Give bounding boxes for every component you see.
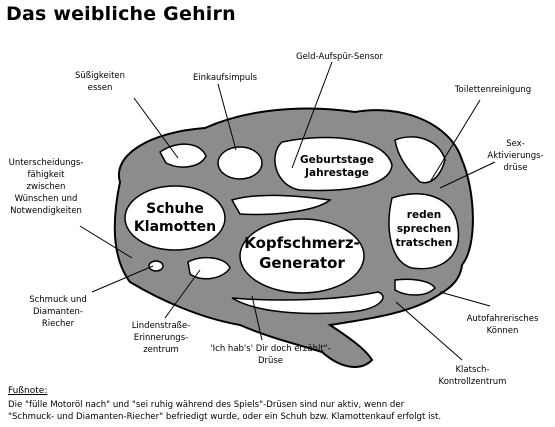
kopfschmerz-region [239, 218, 365, 294]
footnote-text: Die "fülle Motoröl nach" und "sei ruhig … [8, 400, 442, 422]
pointer-geld [291, 61, 333, 169]
inside-reden: reden sprechen tratschen [395, 209, 453, 249]
pointer-sex [439, 161, 496, 189]
pointer-autofahrer [439, 291, 491, 307]
inside-kopfschmerz: Kopfschmerz- Generator [244, 234, 360, 272]
label-schmuck: Schmuck und Diamanten- Riecher [29, 295, 87, 329]
label-ichhabs: 'Ich hab's' Dir doch erzählt"- Drüse [210, 344, 331, 366]
suess-region [159, 143, 207, 168]
lower-region [231, 291, 384, 315]
pointer-einkauf [217, 83, 237, 151]
schmuck-region [148, 260, 164, 272]
pointer-schmuck [91, 265, 154, 293]
label-unterscheidung: Unterscheidungs- fähigkeit zwischen Wüns… [8, 158, 84, 216]
mid-region [230, 194, 332, 216]
pointer-toilette [429, 99, 481, 183]
pointer-klatsch [395, 301, 463, 361]
label-klatsch: Klatsch- Kontrollzentrum [438, 365, 507, 387]
label-autofahrer: Autofahrerisches Können [466, 314, 539, 336]
label-lindenstrasse: Lindenstraße- Erinnerungs- zentrum [131, 321, 191, 355]
reden-region [388, 193, 460, 270]
pointer-linden [164, 269, 201, 319]
label-einkaufsimpuls: Einkaufsimpuls [192, 73, 258, 83]
pointer-unterscheidung [79, 225, 133, 259]
inside-geburtstage: Geburtstage Jahrestage [300, 154, 374, 179]
einkauf-region [217, 146, 263, 180]
inside-schuhe: Schuhe Klamotten [133, 201, 217, 235]
footnote-heading: Fußnote: [8, 386, 48, 396]
geburtstage-region [274, 136, 393, 192]
label-toilette: Toilettenreinigung [454, 85, 532, 95]
toilette-region [394, 136, 446, 184]
right-low-region [394, 278, 436, 296]
label-suessigkeiten: Süßigkeiten essen [74, 71, 126, 93]
label-geld: Geld-Aufspür-Sensor [295, 52, 383, 62]
label-sex: Sex- Aktivierungs- drüse [487, 139, 544, 173]
page-title: Das weibliche Gehirn [6, 3, 236, 25]
pointer-ichhabs [251, 295, 263, 341]
schuhe-region [124, 185, 226, 251]
linden-region [187, 256, 231, 280]
pointer-suess [133, 97, 179, 159]
